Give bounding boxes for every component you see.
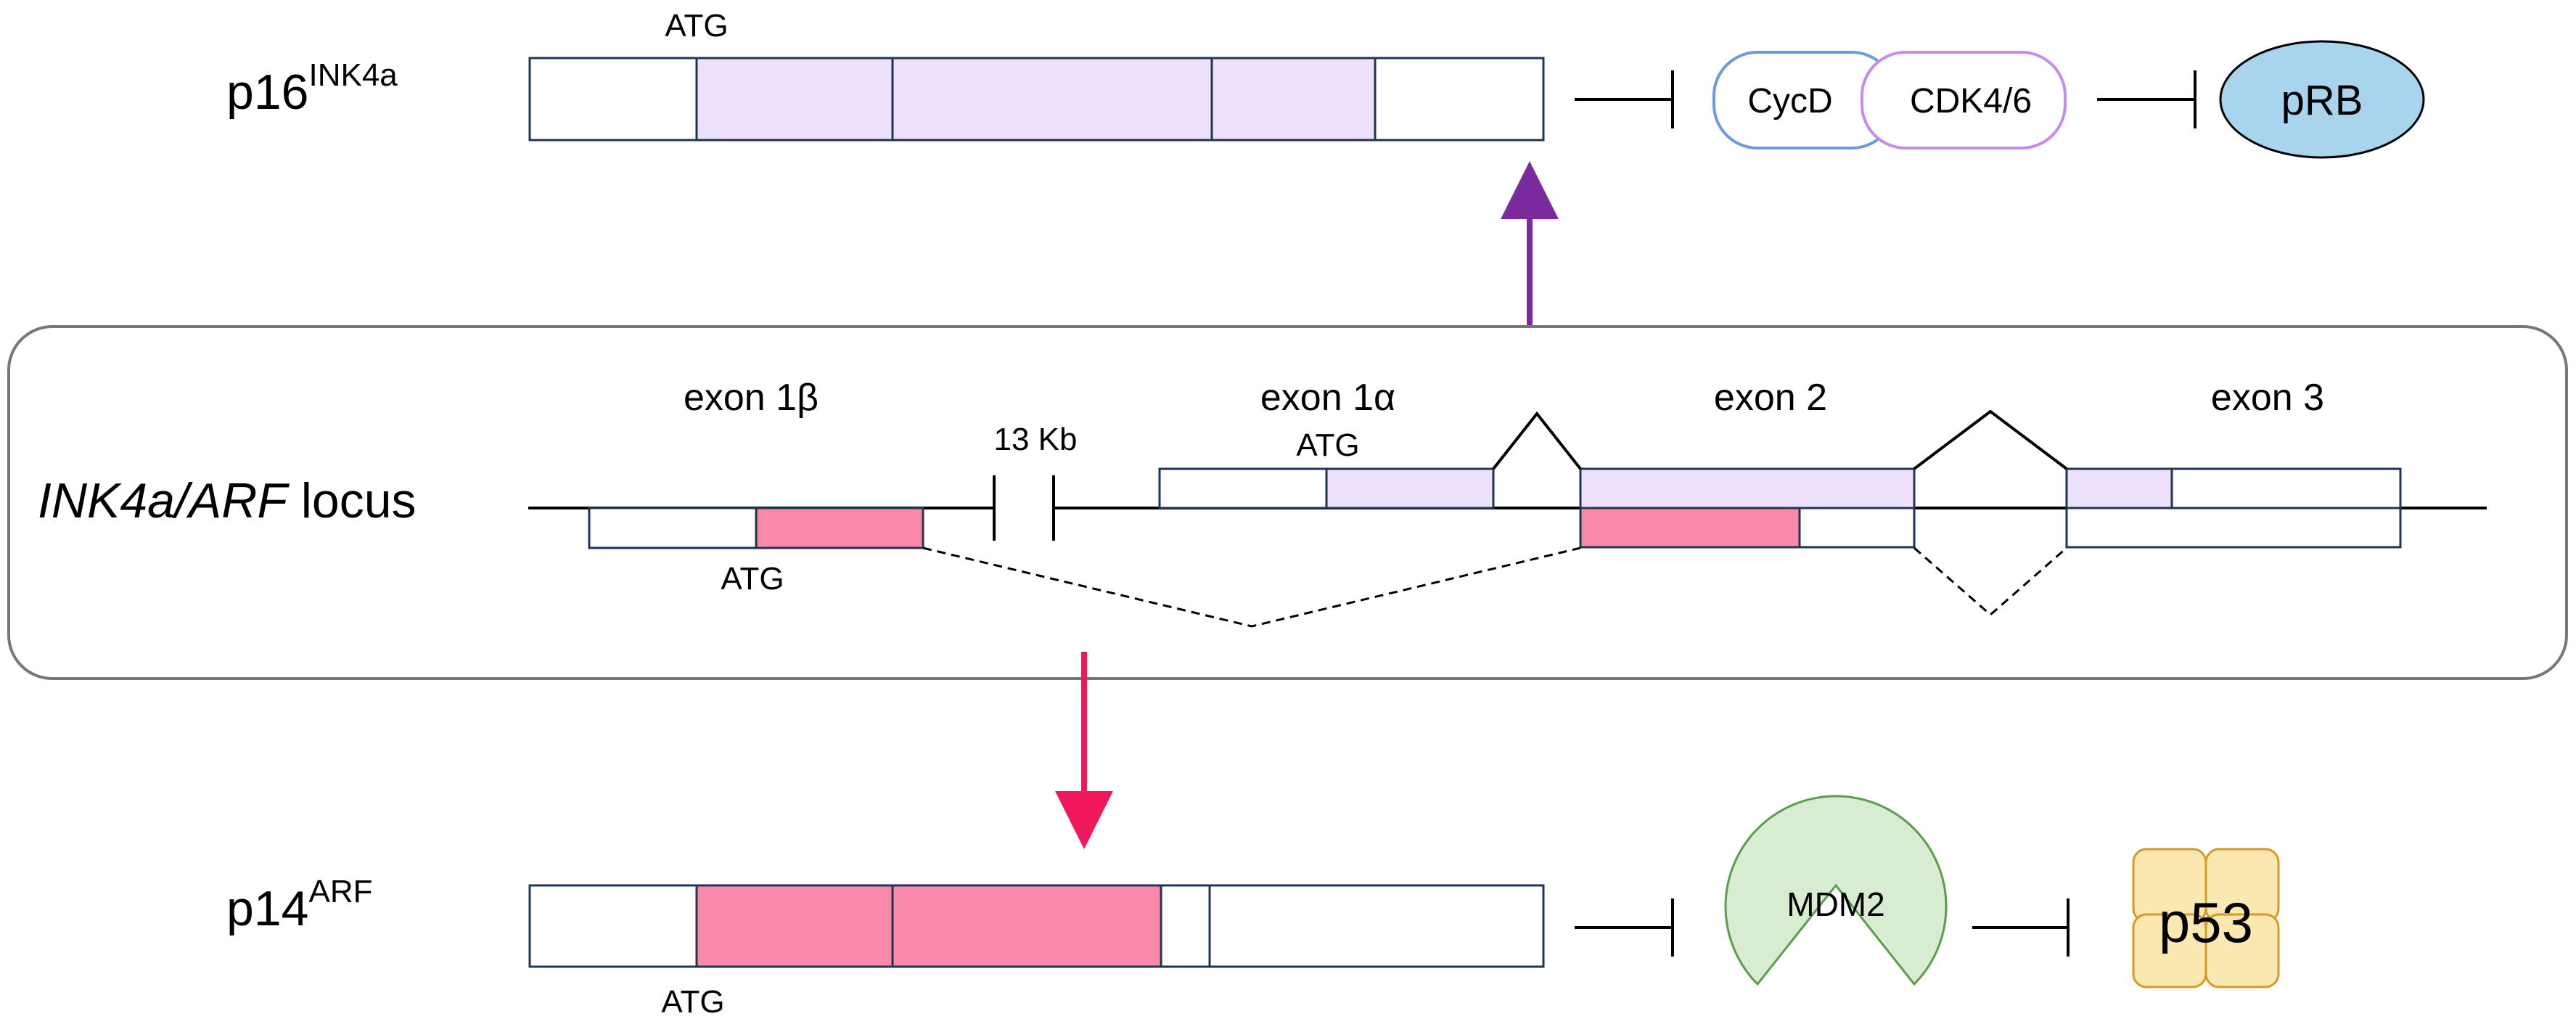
cycd-label: CycD	[1747, 82, 1832, 120]
exon1a-box	[1158, 467, 1495, 509]
inhibit-mdm2-p53-icon	[1972, 898, 2070, 957]
p53-label: p53	[2159, 890, 2253, 954]
exon2-box	[1579, 467, 1916, 549]
exon3-box	[2065, 467, 2402, 549]
splice-p14-1b-2	[922, 546, 1581, 628]
exon1b-label: exon 1β	[684, 377, 819, 419]
gap-label: 13 Kb	[994, 422, 1078, 457]
inhibit-p16-cdk-icon	[1575, 70, 1674, 128]
inhibit-cdk-prb-icon	[2097, 70, 2196, 128]
prb-label: pRB	[2281, 77, 2363, 124]
locus-label: INK4a/ARF locus	[38, 473, 417, 528]
p53-tetramer: p53	[2132, 848, 2280, 988]
p16-exon3-coding	[1210, 57, 1377, 142]
cdk-shape	[1861, 51, 2067, 150]
p14-exon2-coding	[891, 884, 1162, 968]
p14-label: p14ARF	[226, 874, 372, 936]
p16-transcript	[528, 57, 1545, 142]
p16-label: p16INK4a	[226, 57, 398, 120]
p14-atg-label: ATG	[661, 984, 724, 1020]
cycd-cdk-complex: CycD CDK4/6	[1712, 51, 2067, 150]
atg-exon1b-label: ATG	[721, 561, 784, 597]
mdm2-shape	[1724, 795, 1948, 986]
exon1b-box	[588, 507, 924, 549]
splice-p16-1a-2	[1492, 411, 1582, 470]
cdk-label: CDK4/6	[1910, 82, 2032, 120]
exon1a-label: exon 1α	[1260, 377, 1395, 419]
inhibit-p14-mdm2-icon	[1575, 898, 1674, 957]
exon3-label: exon 3	[2211, 377, 2324, 419]
splice-p14-2-3	[1913, 546, 2067, 616]
p14-exon1b-coding	[695, 884, 894, 968]
prb-ellipse	[2219, 40, 2425, 159]
atg-exon1a-label: ATG	[1296, 427, 1359, 463]
p16-atg-label: ATG	[665, 8, 728, 44]
mdm2-label: MDM2	[1787, 885, 1884, 923]
p14-transcript	[528, 884, 1545, 968]
exon2-label: exon 2	[1714, 377, 1827, 419]
p16-exon1a-coding	[695, 57, 894, 142]
p16-exon2-coding	[891, 57, 1213, 142]
splice-p16-2-3	[1913, 409, 2068, 470]
